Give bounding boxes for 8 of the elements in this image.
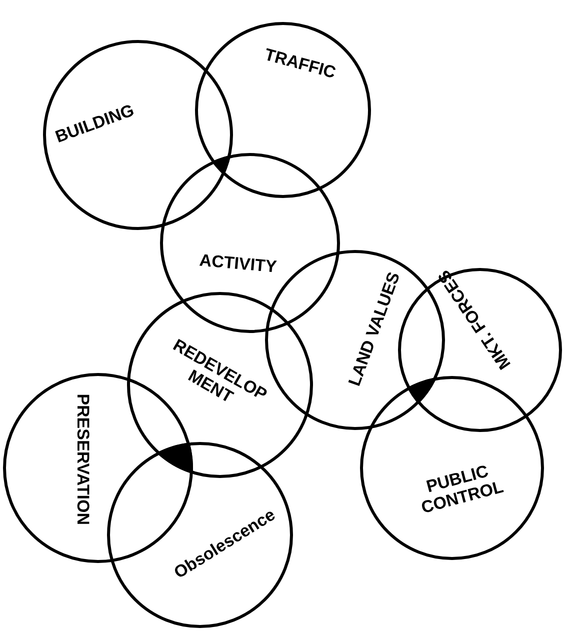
- circle-label: PRESERVATION: [72, 392, 92, 527]
- venn-circle: [43, 40, 233, 230]
- circle-label: ACTIVITY: [198, 250, 278, 278]
- venn-circle: [107, 442, 293, 628]
- venn-circle: [160, 153, 340, 333]
- venn-circle: [127, 292, 313, 478]
- venn-circle: [398, 268, 562, 432]
- venn-circle: [195, 22, 371, 198]
